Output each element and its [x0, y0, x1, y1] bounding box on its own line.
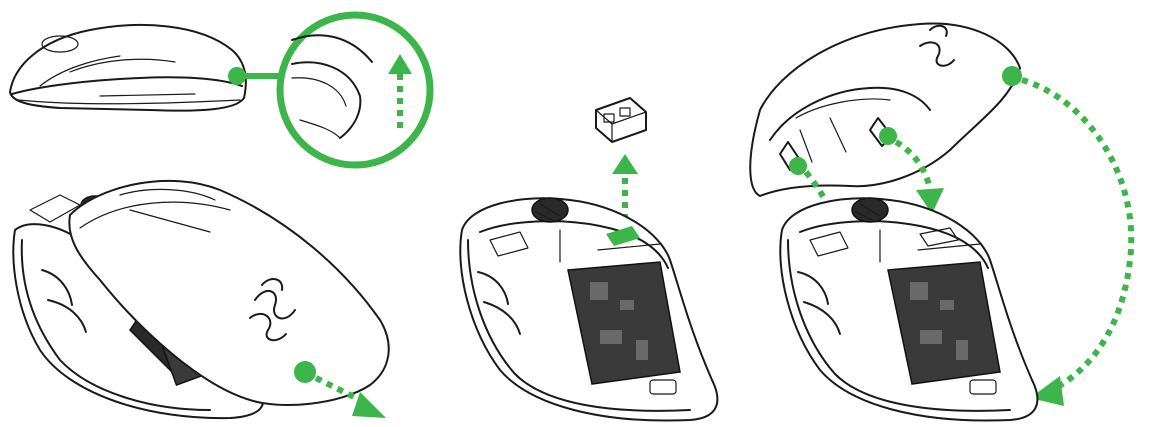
- mouse-side-view-icon: [10, 25, 246, 111]
- magnify-circle-icon: [280, 15, 430, 165]
- connector-dot: [228, 67, 246, 85]
- usb-receiver-icon: [596, 98, 646, 142]
- mouse-cover-open-icon: [13, 181, 388, 418]
- step-replace-cover: [750, 23, 1131, 420]
- step-remove-receiver: [460, 98, 717, 421]
- mouse-open-icon: [460, 198, 717, 421]
- step-remove-cover: [10, 15, 430, 418]
- mouse-open-icon: [780, 198, 1037, 421]
